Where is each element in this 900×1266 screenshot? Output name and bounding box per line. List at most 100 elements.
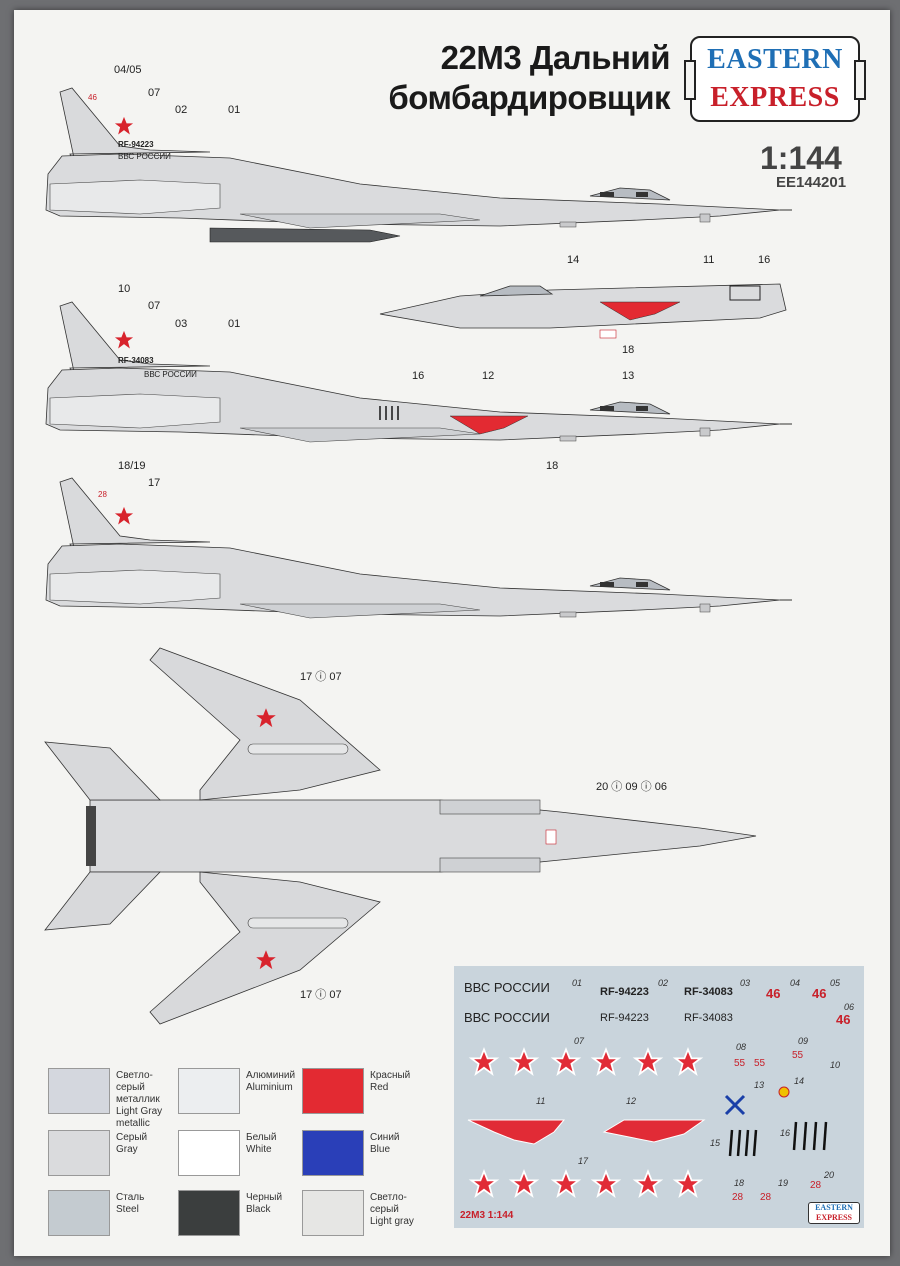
decal-graphics [467, 1046, 828, 1198]
callout-17: 17 [148, 477, 161, 489]
color-label-en: Steel [116, 1204, 139, 1215]
callout-02: 02 [175, 104, 188, 116]
callout-plan-nose: 20 ⓘ 09 ⓘ 06 [596, 781, 667, 793]
color-label-en: Light Gray metallic [116, 1106, 163, 1129]
callout-14: 14 [567, 254, 580, 266]
decal-28b: 28 [760, 1192, 772, 1203]
brand-logo: EASTERN EXPRESS [684, 36, 866, 122]
decal-n20: 20 [824, 1170, 835, 1180]
decal-n13: 13 [754, 1080, 765, 1090]
decal-n18: 18 [734, 1178, 745, 1188]
decal-n12: 12 [626, 1096, 637, 1106]
callout-13: 13 [622, 370, 635, 382]
decal-brand-logo: EASTERN EXPRESS [808, 1202, 860, 1224]
callout-18-19: 18/19 [118, 460, 146, 472]
callout-12: 12 [482, 370, 495, 382]
catalog-code: EE144201 [776, 174, 847, 191]
color-label-en: Light gray [370, 1216, 414, 1227]
decal-n02: 02 [658, 978, 669, 988]
color-swatch [178, 1190, 240, 1236]
color-swatch [302, 1190, 364, 1236]
color-swatch [302, 1130, 364, 1176]
title-line-2: бомбардировщик [388, 79, 670, 116]
decal-reg-1b: RF-34083 [684, 986, 733, 998]
color-label-ru: Белый [246, 1132, 277, 1143]
decal-28c: 28 [810, 1180, 822, 1191]
decal-n10: 10 [830, 1060, 841, 1070]
callout-04-05: 04/05 [114, 64, 142, 76]
decal-28a: 28 [732, 1192, 744, 1203]
profile1-vvs: ВВС РОССИИ [118, 152, 171, 161]
callout-11: 11 [703, 254, 715, 266]
profile1-number: 46 [88, 93, 97, 102]
color-label-ru: Светло-серый [370, 1192, 407, 1215]
color-label-ru: Синий [370, 1132, 400, 1143]
color-swatch [178, 1068, 240, 1114]
decal-vvs-2: ВВС РОССИИ [464, 1010, 550, 1025]
decal-brand-2: EXPRESS [815, 1213, 852, 1222]
color-label-en: Aluminium [246, 1082, 293, 1093]
brand-line-1: EASTERN [707, 44, 843, 75]
profile3-vvs: ВВС РОССИИ [144, 370, 197, 379]
decal-n01: 01 [572, 978, 583, 988]
decal-n06: 06 [844, 1002, 855, 1012]
decal-n16: 16 [780, 1128, 791, 1138]
decal-n15: 15 [710, 1138, 721, 1148]
decal-reg-2a: RF-94223 [600, 1012, 649, 1024]
callout-18b: 18 [546, 460, 559, 472]
sheet-title: 22М3 Дальний бомбардировщик [370, 38, 670, 118]
callout-03: 03 [175, 318, 188, 330]
callout-plan-top: 17 ⓘ 07 [300, 671, 342, 683]
profile4-number: 28 [98, 490, 107, 499]
color-swatch [48, 1190, 110, 1236]
decal-n04: 04 [790, 978, 801, 988]
color-swatch [302, 1068, 364, 1114]
color-swatch [178, 1130, 240, 1176]
decal-46b: 46 [812, 986, 827, 1001]
decal-55c: 55 [792, 1050, 804, 1061]
profile3-registration: RF-34083 [118, 356, 154, 365]
decal-n19: 19 [778, 1178, 789, 1188]
color-label-en: White [246, 1144, 272, 1155]
logo-tab-left [684, 60, 696, 100]
profile1-registration: RF-94223 [118, 140, 154, 149]
decal-n08: 08 [736, 1042, 747, 1052]
decal-reg-2b: RF-34083 [684, 1012, 733, 1024]
color-label-ru: Сталь [116, 1192, 145, 1203]
callout-10: 10 [118, 283, 131, 295]
decal-46c: 46 [836, 1012, 851, 1027]
decal-sheet: ВВС РОССИИ ВВС РОССИИ 01 02 03 RF-94223 … [454, 966, 864, 1228]
decal-55a: 55 [734, 1058, 746, 1069]
decal-sheet-label: 22М3 1:144 [460, 1210, 514, 1221]
color-swatch [48, 1130, 110, 1176]
logo-tab-right [854, 60, 866, 100]
color-swatch [48, 1068, 110, 1114]
color-label-ru: Красный [370, 1070, 411, 1081]
decal-n14: 14 [794, 1076, 805, 1086]
color-label-en: Black [246, 1204, 271, 1215]
decal-brand-1: EASTERN [815, 1203, 853, 1212]
callout-plan-bottom: 17 ⓘ 07 [300, 989, 342, 1001]
decal-55b: 55 [754, 1058, 766, 1069]
scale-label: 1:144 [760, 140, 842, 176]
brand-line-2: EXPRESS [710, 82, 840, 113]
color-label-ru: Алюминий [246, 1070, 296, 1081]
decal-vvs-1: ВВС РОССИИ [464, 980, 550, 995]
callout-16b: 16 [412, 370, 425, 382]
title-line-1: 22М3 Дальний [440, 39, 671, 76]
decal-46a: 46 [766, 986, 781, 1001]
color-label-en: Blue [370, 1144, 391, 1155]
callout-01: 01 [228, 104, 241, 116]
color-label-en: Red [370, 1082, 389, 1093]
decal-n05: 05 [830, 978, 841, 988]
